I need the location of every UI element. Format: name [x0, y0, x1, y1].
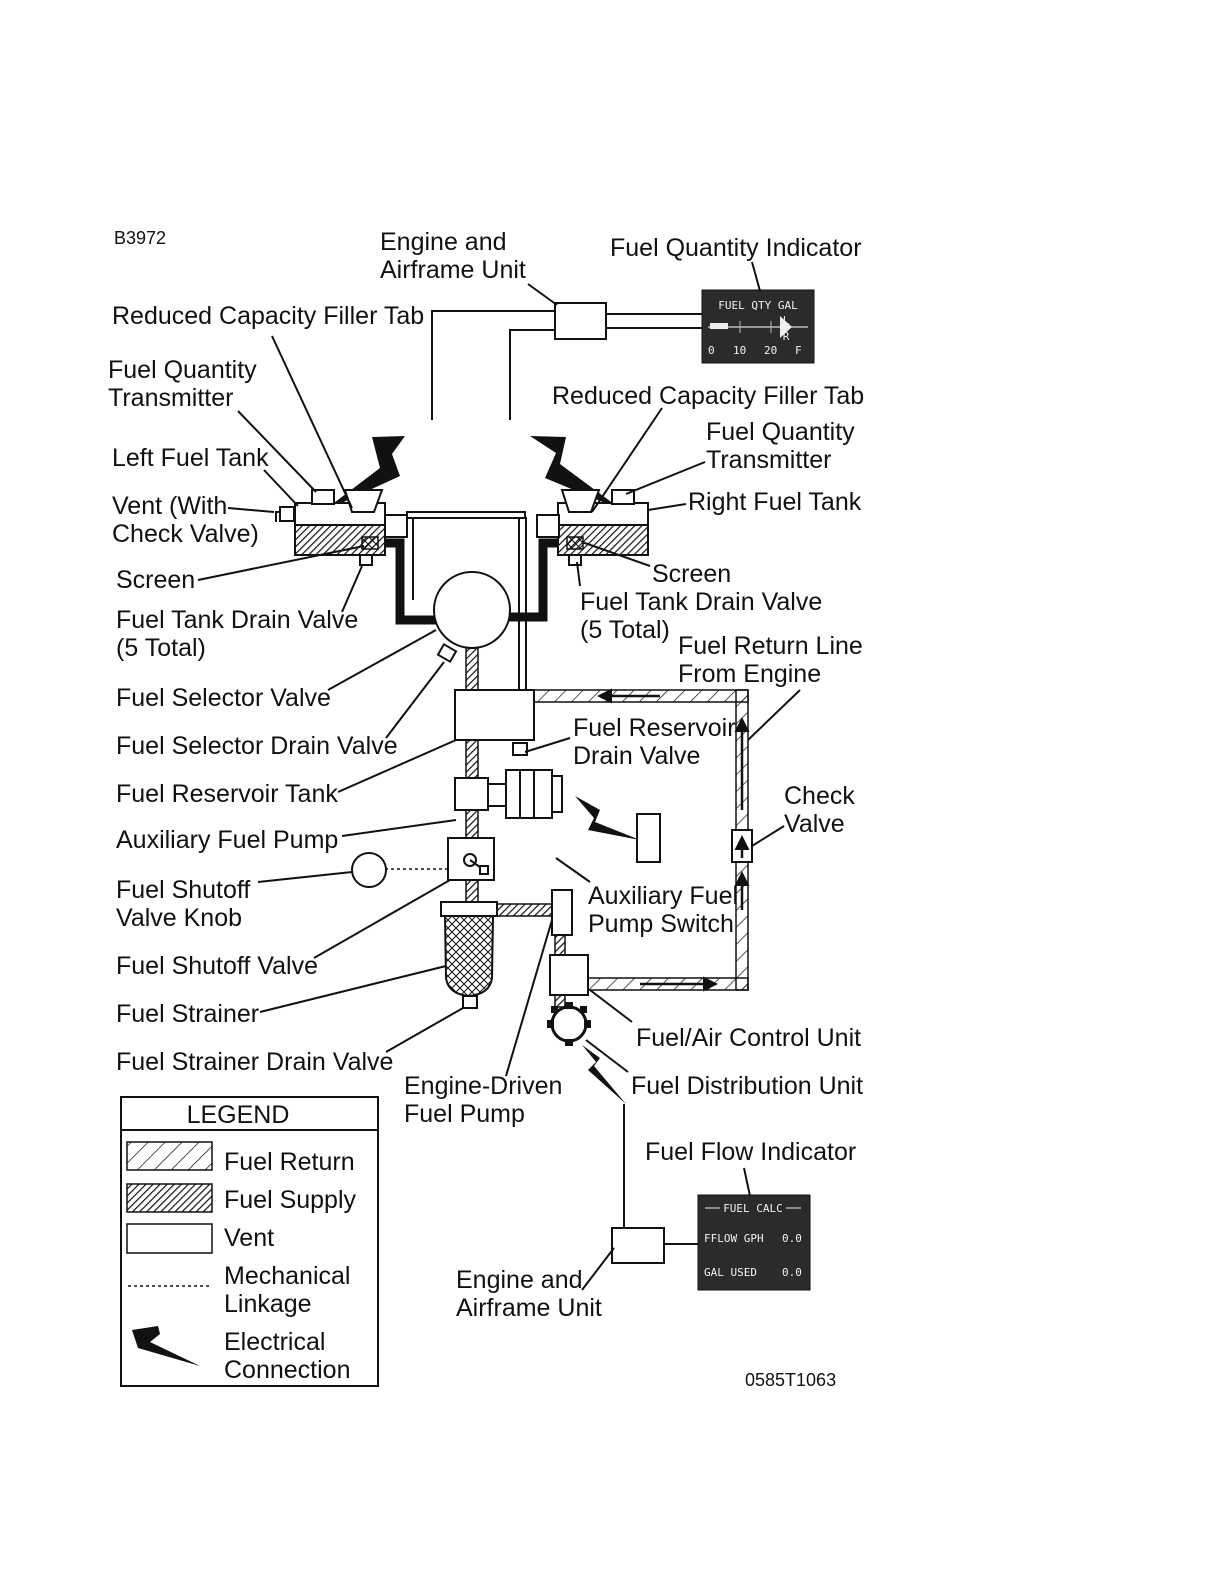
check-valve [731, 829, 753, 863]
left-fuel-tank [294, 489, 386, 566]
label-fuel-qty-tx-left-1: Fuel Quantity [108, 356, 257, 384]
fuel-qty-tick-0: 0 [708, 344, 715, 357]
fuel-qty-marker-r: R [783, 330, 790, 343]
label-fuel-selector-drain: Fuel Selector Drain Valve [116, 732, 398, 760]
legend-swatch-electrical [132, 1326, 200, 1366]
label-reduced-cap-right: Reduced Capacity Filler Tab [552, 382, 864, 410]
fuel-reservoir-tank [454, 689, 535, 741]
leader-lines [197, 261, 801, 1291]
label-reservoir-drain-2: Drain Valve [573, 742, 700, 770]
fuel-selector-valve [433, 571, 511, 649]
fflow-label: FFLOW GPH [704, 1232, 764, 1245]
label-drain-right-1: Fuel Tank Drain Valve [580, 588, 822, 616]
label-aux-pump-switch-1: Auxiliary Fuel [588, 882, 738, 910]
fuel-shutoff-valve-knob [351, 852, 387, 888]
legend-swatch-vent [126, 1223, 213, 1254]
fuel-calc-display: FUEL CALC FFLOW GPH 0.0 GAL USED 0.0 [697, 1194, 811, 1291]
supply-lines-tanks [385, 538, 558, 625]
label-shutoff-knob-1: Fuel Shutoff [116, 876, 250, 904]
fuel-qty-indicator-display: FUEL QTY GAL L R 0 10 20 F [701, 289, 815, 364]
label-fuel-air-control: Fuel/Air Control Unit [636, 1024, 861, 1052]
electrical-bolt-aux-pump [575, 796, 640, 840]
label-fuel-strainer: Fuel Strainer [116, 1000, 259, 1028]
label-fuel-flow-indicator: Fuel Flow Indicator [645, 1138, 856, 1166]
label-check-valve-1: Check [784, 782, 855, 810]
fuel-qty-title: FUEL QTY GAL [718, 299, 798, 312]
label-engine-airframe-bottom-1: Engine and [456, 1266, 583, 1294]
label-reduced-cap-left: Reduced Capacity Filler Tab [112, 302, 424, 330]
figure-code: 0585T1063 [745, 1370, 836, 1390]
label-vent-check-2: Check Valve) [112, 520, 259, 548]
fuel-selector-drain-valve [436, 642, 458, 664]
auxiliary-fuel-pump-switch [636, 813, 661, 863]
legend-label-mechanical-2: Linkage [224, 1290, 312, 1318]
fflow-value: 0.0 [782, 1232, 802, 1245]
label-aux-pump-switch-2: Pump Switch [588, 910, 734, 938]
fuel-strainer [440, 901, 498, 1009]
label-engine-driven-pump-1: Engine-Driven [404, 1072, 562, 1100]
label-aux-fuel-pump: Auxiliary Fuel Pump [116, 826, 338, 854]
gal-used-value: 0.0 [782, 1266, 802, 1279]
label-fuel-distribution: Fuel Distribution Unit [631, 1072, 863, 1100]
engine-airframe-unit-top [554, 302, 607, 340]
figure-id: B3972 [114, 228, 166, 248]
label-reservoir-drain-1: Fuel Reservoir [573, 714, 736, 742]
legend-title: LEGEND [187, 1101, 290, 1129]
label-left-fuel-tank: Left Fuel Tank [112, 444, 269, 472]
label-drain-left-2: (5 Total) [116, 634, 206, 662]
fuel-return-loop [533, 688, 750, 992]
label-shutoff-valve: Fuel Shutoff Valve [116, 952, 318, 980]
engine-driven-fuel-pump [551, 889, 573, 936]
legend-swatch-fuel-supply [126, 1183, 213, 1213]
vent-lines-top [384, 511, 560, 691]
legend-label-electrical-1: Electrical [224, 1328, 325, 1356]
fuel-air-control-unit [549, 954, 589, 996]
electrical-bolt-right [530, 436, 622, 510]
left-vent [275, 506, 295, 522]
legend-label-fuel-return: Fuel Return [224, 1148, 355, 1176]
fuel-qty-marker-l: L [783, 314, 790, 327]
fuel-distribution-unit [547, 1002, 591, 1046]
label-screen-left: Screen [116, 566, 195, 594]
shutoff-valve-handle [463, 853, 489, 875]
fuel-qty-tick-20: 20 [764, 344, 777, 357]
fuel-qty-tick-10: 10 [733, 344, 746, 357]
label-strainer-drain: Fuel Strainer Drain Valve [116, 1048, 393, 1076]
legend-swatch-fuel-return [126, 1141, 213, 1171]
label-shutoff-knob-2: Valve Knob [116, 904, 242, 932]
label-fuel-qty-tx-left-2: Transmitter [108, 384, 233, 412]
fuel-reservoir-drain-valve [512, 742, 528, 756]
auxiliary-fuel-pump [454, 769, 563, 819]
label-right-fuel-tank: Right Fuel Tank [688, 488, 862, 516]
legend-label-fuel-supply: Fuel Supply [224, 1186, 357, 1214]
electrical-bolt-left [322, 436, 405, 512]
label-check-valve-2: Valve [784, 810, 845, 838]
fuel-strainer-drain-valve [462, 995, 478, 1009]
label-fuel-qty-indicator: Fuel Quantity Indicator [610, 234, 862, 262]
label-screen-right: Screen [652, 560, 731, 588]
label-return-line-2: From Engine [678, 660, 821, 688]
label-drain-left-1: Fuel Tank Drain Valve [116, 606, 358, 634]
engine-airframe-unit-bottom [611, 1227, 665, 1264]
legend: LEGEND Fuel Return Fuel Supply Vent Mech… [120, 1096, 379, 1387]
label-fuel-qty-tx-right-1: Fuel Quantity [706, 418, 855, 446]
label-drain-right-2: (5 Total) [580, 616, 670, 644]
fuel-calc-title: FUEL CALC [723, 1202, 783, 1215]
label-fuel-qty-tx-right-2: Transmitter [706, 446, 831, 474]
label-engine-driven-pump-2: Fuel Pump [404, 1100, 525, 1128]
label-return-line-1: Fuel Return Line [678, 632, 863, 660]
legend-label-electrical-2: Connection [224, 1356, 350, 1384]
fuel-qty-tick-f: F [795, 344, 802, 357]
label-engine-airframe-top-2: Airframe Unit [380, 256, 526, 284]
top-wiring [431, 310, 703, 420]
gal-used-label: GAL USED [704, 1266, 757, 1279]
label-fuel-selector-valve: Fuel Selector Valve [116, 684, 331, 712]
legend-label-vent: Vent [224, 1224, 274, 1252]
legend-label-mechanical-1: Mechanical [224, 1262, 350, 1290]
label-engine-airframe-top-1: Engine and [380, 228, 507, 256]
label-vent-check-1: Vent (With [112, 492, 227, 520]
label-engine-airframe-bottom-2: Airframe Unit [456, 1294, 602, 1322]
label-fuel-reservoir-tank: Fuel Reservoir Tank [116, 780, 338, 808]
